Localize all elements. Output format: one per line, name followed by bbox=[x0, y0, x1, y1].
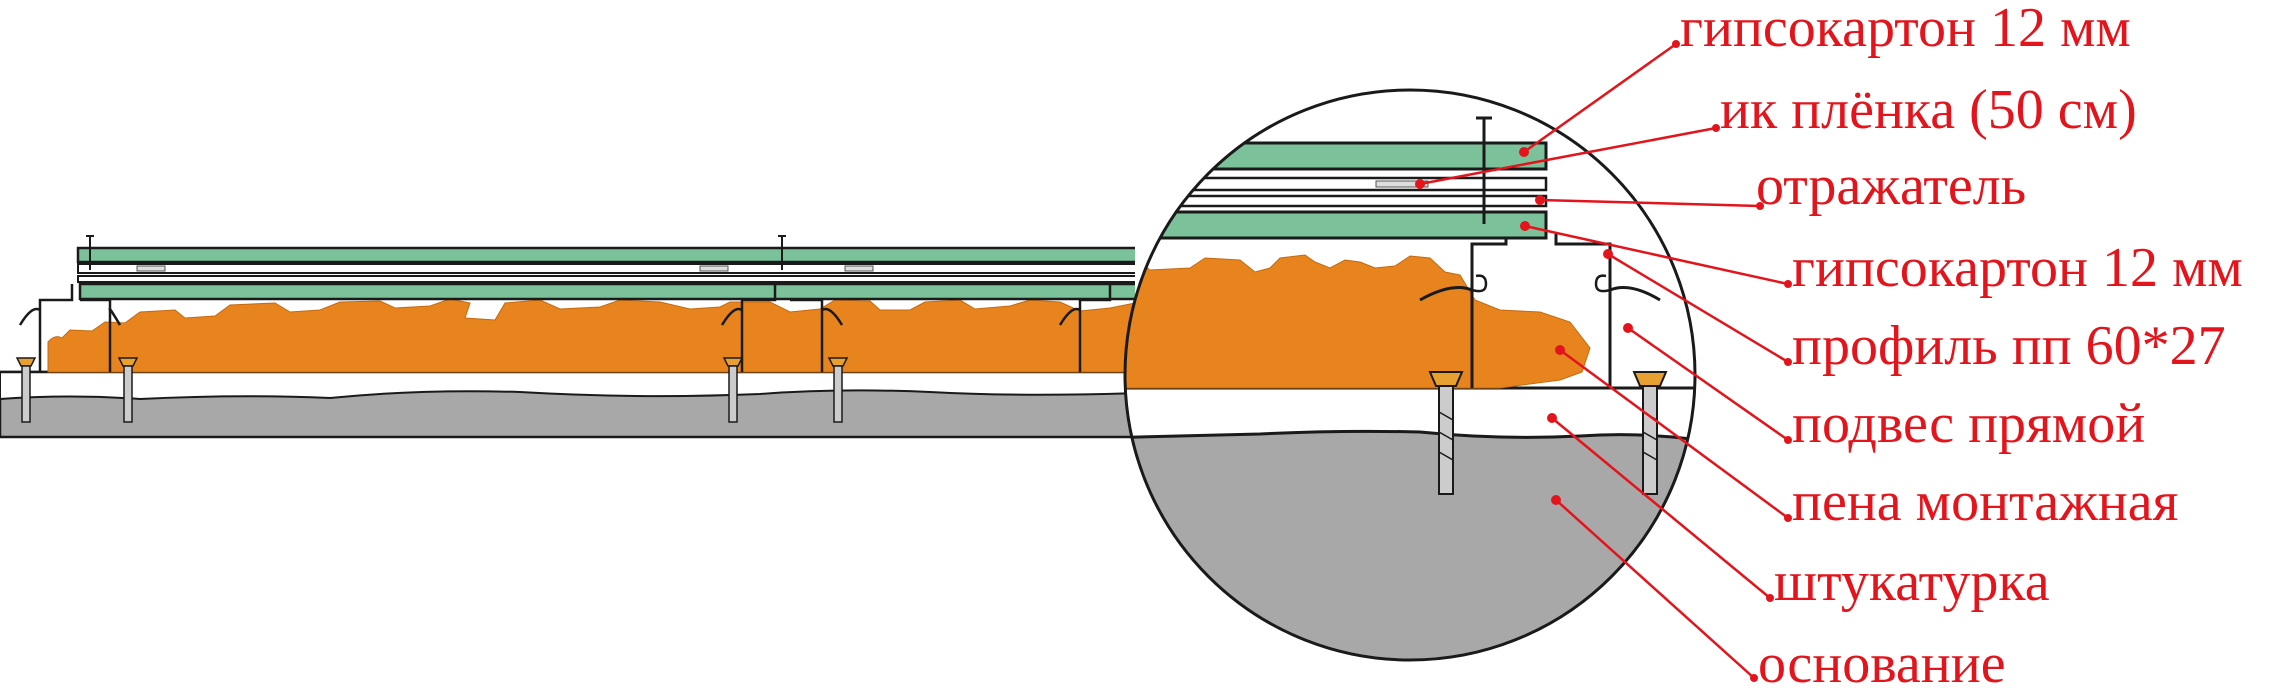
base-slab-zoom bbox=[1125, 418, 1695, 660]
gkl-lower-left bbox=[78, 282, 1135, 301]
gkl-upper-left bbox=[76, 246, 1135, 264]
reflector-left bbox=[77, 275, 1135, 283]
ir-film-left bbox=[77, 263, 1135, 274]
plaster-zoom bbox=[1125, 386, 1695, 442]
left-section bbox=[0, 235, 1135, 439]
label-gkl-top: гипсокартон 12 мм bbox=[1680, 0, 2131, 59]
label-gkl-bottom: гипсокартон 12 мм bbox=[1792, 237, 2243, 299]
label-reflector: отражатель bbox=[1756, 155, 2026, 217]
label-base: основание bbox=[1758, 633, 2006, 695]
label-foam: пена монтажная bbox=[1792, 471, 2178, 533]
foam-layer bbox=[47, 298, 1135, 373]
ir-film-zoom bbox=[1125, 176, 1548, 192]
reflector-zoom bbox=[1125, 194, 1548, 208]
callout-dots bbox=[1415, 40, 1792, 682]
plaster-layer bbox=[0, 371, 1135, 401]
label-hanger: подвес прямой bbox=[1792, 393, 2145, 455]
gkl-upper-zoom bbox=[1125, 141, 1548, 171]
label-ir-film: ик плёнка (50 см) bbox=[1720, 79, 2137, 141]
label-profile: профиль пп 60*27 bbox=[1792, 315, 2226, 377]
anchor-bolts-left bbox=[15, 357, 849, 423]
callout-labels: гипсокартон 12 мм ик плёнка (50 см) отра… bbox=[1680, 0, 2243, 695]
gkl-lower-zoom bbox=[1125, 210, 1548, 240]
label-plaster: штукатурка bbox=[1774, 551, 2050, 613]
callout-lines bbox=[1419, 42, 1789, 679]
